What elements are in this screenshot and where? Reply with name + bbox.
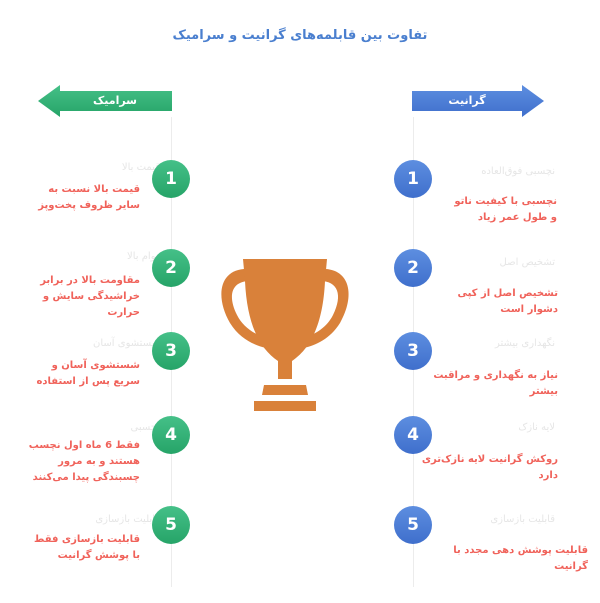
granite-header-arrow	[412, 85, 544, 117]
granite-item-3-text: نیاز به نگهداری و مراقبت بیشتر	[433, 370, 558, 397]
granite-item-3-ghost-title: نگهداری بیشتر	[494, 338, 555, 349]
ceramic-item-3-number: 3	[152, 332, 190, 370]
granite-item-5-text: قابلیت پوشش دهی مجدد با گرانیت	[453, 545, 588, 572]
ceramic-item-1-ghost-title: قیمت بالا	[121, 162, 160, 173]
ceramic-item-4-number: 4	[152, 416, 190, 454]
ceramic-item-2-text: مقاومت بالا در برابر خراشیدگی سایش و حرا…	[40, 275, 140, 318]
granite-item-1-text: نچسبی با کیفیت ناتو و طول عمر زیاد	[454, 196, 557, 223]
granite-item-2-text: تشخیص اصل از کپی دشوار است	[457, 288, 558, 315]
ceramic-item-2-number: 2	[152, 249, 190, 287]
ceramic-item-1-text: قیمت بالا نسبت به سایر ظروف پخت‌وپز	[38, 184, 140, 211]
ceramic-item-3-ghost-title: شستشوی آسان	[93, 338, 160, 349]
ceramic-item-5-ghost-title: قابلیت بازسازی	[95, 514, 160, 525]
granite-item-4-text: روکش گرانیت لایه نازک‌تری دارد	[421, 454, 558, 481]
granite-item-1-ghost-title: نچسبی فوق‌العاده	[481, 166, 555, 177]
granite-item-4-number: 4	[394, 416, 432, 454]
ceramic-header-label: سرامیک	[93, 94, 137, 107]
ceramic-item-3-text: شستشوی آسان و سریع پس از استفاده	[36, 360, 141, 387]
granite-item-3-number: 3	[394, 332, 432, 370]
ceramic-item-4-ghost-title: نچسبی	[130, 422, 160, 433]
ceramic-item-2-ghost-title: دوام بالا	[127, 251, 160, 262]
granite-item-5-ghost-title: قابلیت بازسازی	[490, 514, 555, 525]
ceramic-item-5-number: 5	[152, 506, 190, 544]
granite-item-2-number: 2	[394, 249, 432, 287]
ceramic-item-1-number: 1	[152, 160, 190, 198]
granite-item-4-ghost-title: لایه نازک	[518, 422, 555, 433]
page-title: تفاوت بین قابلمه‌های گرانیت و سرامیک	[172, 28, 428, 43]
ceramic-header-arrow	[38, 85, 172, 117]
granite-item-2-ghost-title: تشخیص اصل	[499, 257, 555, 268]
ceramic-item-5-text: قابلیت بازسازی فقط با پوشش گرانیت	[33, 534, 140, 561]
granite-item-1-number: 1	[394, 160, 432, 198]
trophy-icon	[221, 259, 349, 411]
ceramic-item-4-text: فقط 6 ماه اول نچسب هستند و به مرور چسبند…	[28, 440, 140, 483]
granite-header-label: گرانیت	[448, 94, 486, 107]
granite-item-5-number: 5	[394, 506, 432, 544]
